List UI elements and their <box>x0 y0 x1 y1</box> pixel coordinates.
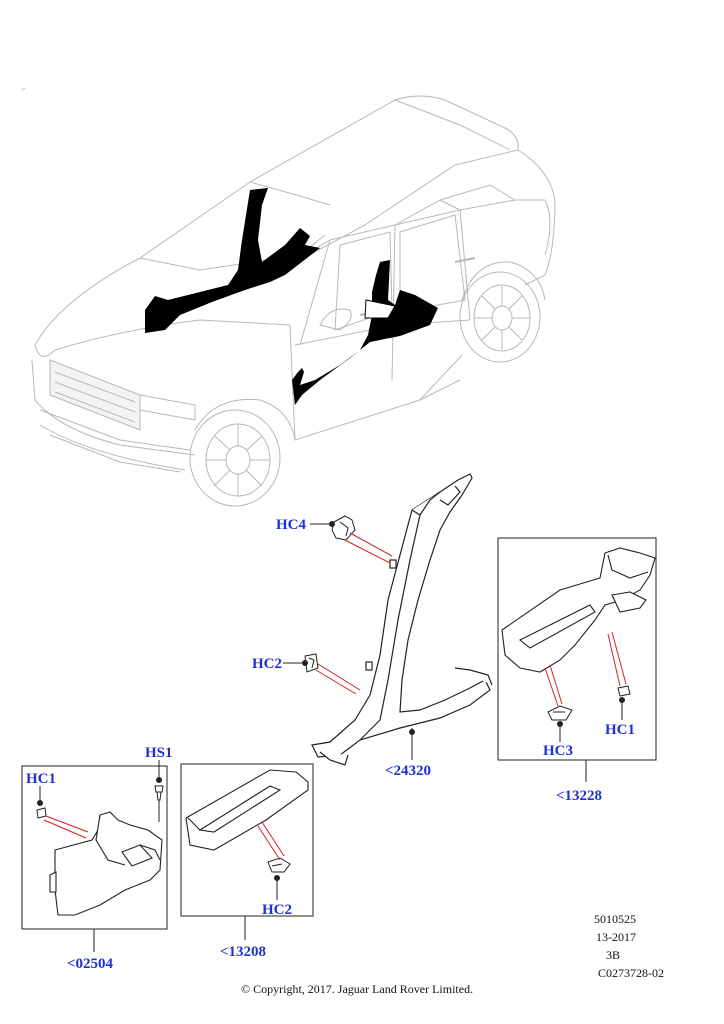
part-ref-pillar[interactable]: <24320 <box>385 763 432 779</box>
callout-hc1-left[interactable]: HC1 <box>26 771 56 787</box>
callout-hc2-step[interactable]: HC2 <box>262 902 292 918</box>
callout-hs1[interactable]: HS1 <box>145 745 173 761</box>
right-detail-box <box>497 537 657 761</box>
callout-hc2-pillar[interactable]: HC2 <box>252 656 282 672</box>
red-leader-lines <box>43 532 627 861</box>
left-detail-box <box>21 765 168 930</box>
hc4-clip <box>329 515 356 541</box>
callout-hc1-right[interactable]: HC1 <box>605 722 635 738</box>
callout-hc4[interactable]: HC4 <box>276 517 306 533</box>
meta-line-3: 3B <box>605 948 620 962</box>
vehicle-outline <box>21 87 556 507</box>
middle-detail-box <box>180 763 314 917</box>
part-ref-right-box[interactable]: <13228 <box>556 788 603 804</box>
hc2-pillar-clip <box>302 653 319 673</box>
callout-hc3[interactable]: HC3 <box>543 743 573 759</box>
vehicle-trim-highlight <box>145 188 438 405</box>
diagram-metadata: 5010525 13-2017 3B C0273728-02 <box>516 910 664 982</box>
part-ref-middle-box[interactable]: <13208 <box>220 944 267 960</box>
part-ref-left-box[interactable]: <02504 <box>67 956 114 972</box>
meta-line-2: 13-2017 <box>596 930 636 944</box>
pillar-trim-part <box>311 473 493 766</box>
meta-line-4: C0273728-02 <box>598 966 664 980</box>
leader-lines <box>39 523 623 952</box>
copyright-notice: © Copyright, 2017. Jaguar Land Rover Lim… <box>241 982 474 996</box>
meta-line-1: 5010525 <box>594 912 636 926</box>
